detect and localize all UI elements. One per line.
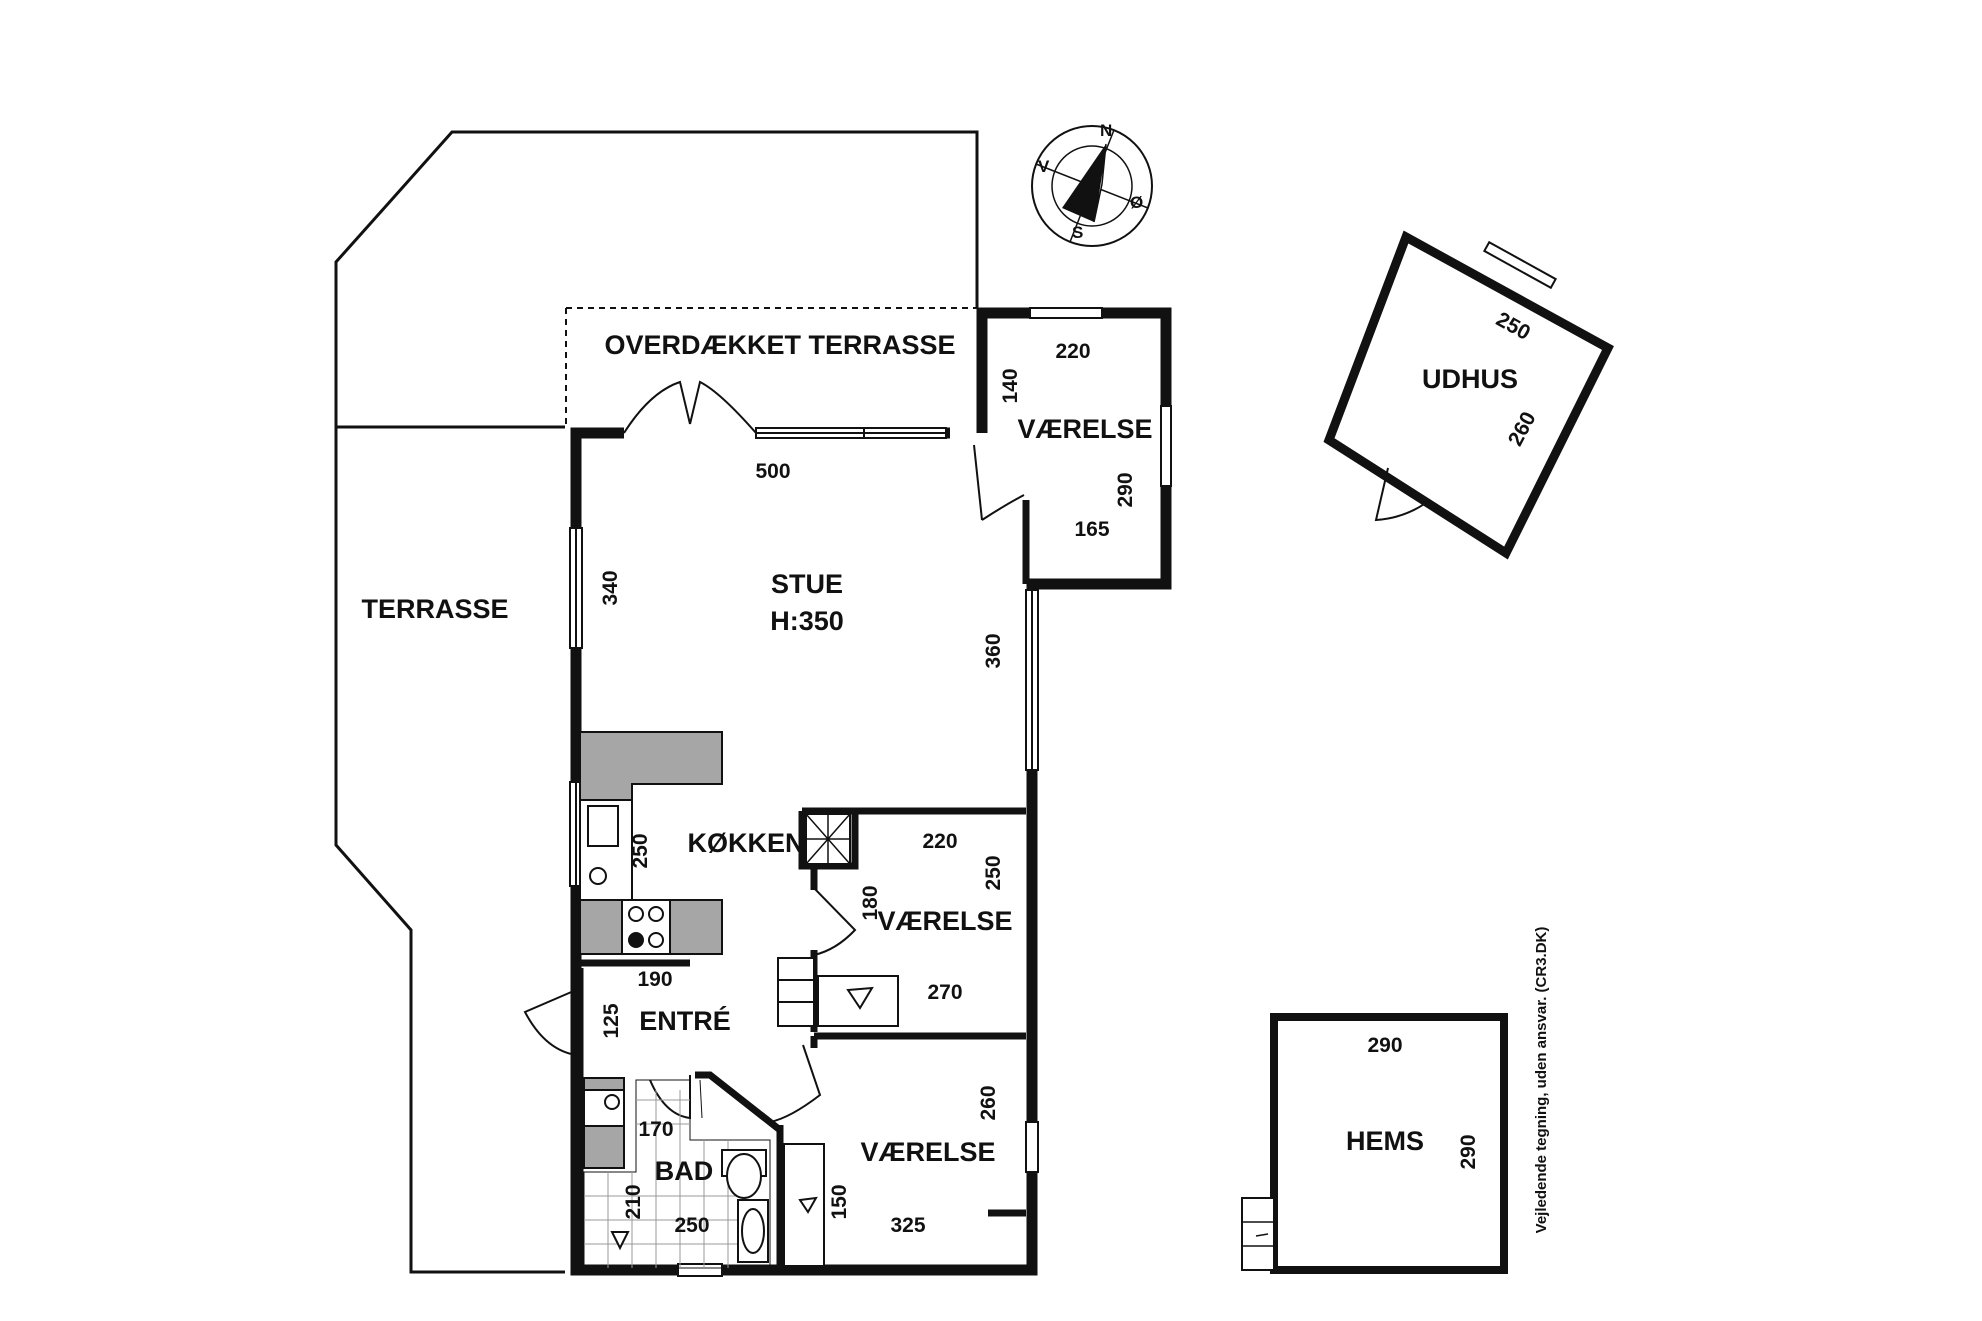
dim-bed-mid-w: 220 [922,830,957,853]
dim-shed-w: 250 [1492,308,1534,345]
compass-o: Ø [1130,193,1143,212]
kitchen-fixtures [579,731,851,955]
label-living-height: H:350 [770,606,844,636]
dim-bed-se-left: 150 [828,1184,851,1219]
label-bedroom-se: VÆRELSE [860,1137,995,1167]
label-bedroom-ne: VÆRELSE [1017,414,1152,444]
label-kitchen: KØKKEN [687,828,804,858]
dim-bed-ne-right: 290 [1114,472,1137,507]
dim-bed-mid-h: 250 [982,855,1005,890]
label-entry: ENTRÉ [639,1005,731,1036]
terrace-outline [334,130,979,429]
label-loft: HEMS [1346,1126,1424,1156]
dim-bed-se-bottom: 325 [890,1214,925,1237]
dim-bed-mid-left: 180 [859,885,882,920]
dim-bed-ne-w: 220 [1055,340,1090,363]
dim-bed-se-h: 260 [977,1085,1000,1120]
disclaimer: Vejledende tegning, uden ansvar. (CR3.DK… [1533,927,1550,1234]
dim-living-w: 500 [755,460,790,483]
dim-bath-left: 210 [622,1184,645,1219]
compass-n: N [1100,121,1112,140]
dim-entry-h: 125 [600,1003,623,1038]
shed [1323,230,1614,560]
doors [523,380,1025,1123]
loft [1241,1013,1508,1274]
dim-loft-w: 290 [1367,1034,1402,1057]
compass: N Ø S V [1031,121,1153,247]
bedroom-mid-fixtures [777,957,899,1027]
dim-bed-ne-left: 140 [999,368,1022,403]
interior-walls [576,500,1030,1268]
label-covered-terrace: OVERDÆKKET TERRASSE [604,330,955,360]
dim-bed-mid-bottom: 270 [927,981,962,1004]
dim-bed-ne-bottom: 165 [1074,518,1109,541]
bedroom-se-fixtures [783,1143,825,1267]
dim-living-right: 360 [982,633,1005,668]
dim-bath-top: 170 [638,1118,673,1141]
label-terrace: TERRASSE [361,594,508,624]
label-bedroom-mid: VÆRELSE [877,906,1012,936]
dim-loft-h: 290 [1457,1134,1480,1169]
terrace-outline-lower [334,262,565,1274]
dim-kitchen-h: 250 [629,833,652,868]
dim-entry-w: 190 [637,968,672,991]
label-shed: UDHUS [1422,364,1518,394]
compass-s: S [1072,223,1083,242]
label-living: STUE [771,569,843,599]
label-bath: BAD [655,1156,714,1186]
compass-v: V [1038,157,1050,176]
dim-shed-h: 260 [1504,408,1541,450]
bath-fixtures [583,1077,771,1269]
dim-bath-bottom: 250 [674,1214,709,1237]
dim-living-left: 340 [599,570,622,605]
